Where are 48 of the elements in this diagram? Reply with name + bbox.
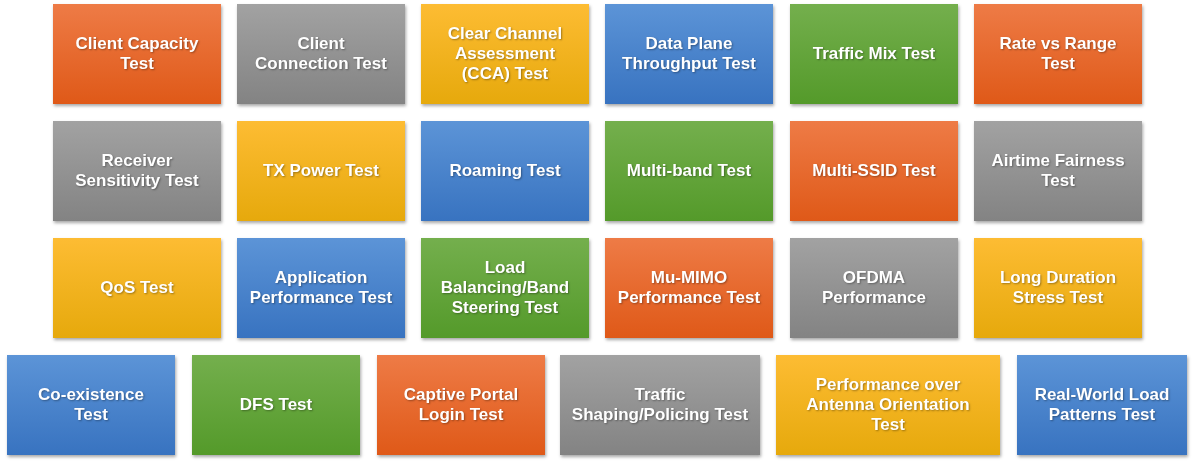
- test-name: Client Capacity Test: [74, 34, 200, 74]
- test-name: DFS Test: [239, 395, 313, 415]
- test-card: [605, 4, 773, 104]
- test-name: Mu-MIMO Performance Test: [616, 268, 762, 308]
- test-name: Performance over Antenna Orientation Test: [805, 375, 971, 435]
- test-name: Long Duration Stress Test: [998, 268, 1118, 308]
- test-card: [237, 4, 405, 104]
- test-name: Clear Channel Assessment (CCA) Test: [446, 24, 564, 84]
- test-card: [192, 355, 360, 455]
- test-card: [421, 121, 589, 221]
- test-name: Roaming Test: [449, 161, 561, 181]
- test-name: Airtime Fairness Test: [990, 151, 1126, 191]
- test-name: Multi-band Test: [626, 161, 752, 181]
- test-name: Receiver Sensitivity Test: [74, 151, 200, 191]
- test-name: QoS Test: [100, 278, 174, 298]
- test-card: [974, 238, 1142, 338]
- test-name: Load Balancing/Band Steering Test: [439, 258, 571, 318]
- test-card: [237, 121, 405, 221]
- test-card: [237, 238, 405, 338]
- test-card: [790, 4, 958, 104]
- test-name: Real-World Load Patterns Test: [1033, 385, 1171, 425]
- test-name: Data Plane Throughput Test: [621, 34, 757, 74]
- test-card: [377, 355, 545, 455]
- test-card: [790, 121, 958, 221]
- test-card: [974, 4, 1142, 104]
- test-card: [53, 121, 221, 221]
- test-card: [53, 238, 221, 338]
- test-name: Traffic Shaping/Policing Test: [570, 385, 750, 425]
- test-card: [421, 238, 589, 338]
- test-card: [1017, 355, 1187, 455]
- test-name: Co-existence Test: [37, 385, 145, 425]
- test-card: [53, 4, 221, 104]
- test-name: Application Performance Test: [248, 268, 394, 308]
- test-card: [776, 355, 1000, 455]
- test-card: [421, 4, 589, 104]
- test-card: [605, 121, 773, 221]
- test-name: Traffic Mix Test: [812, 44, 936, 64]
- test-card: [7, 355, 175, 455]
- test-name: Client Connection Test: [254, 34, 388, 74]
- test-card: [790, 238, 958, 338]
- test-name: Captive Portal Login Test: [402, 385, 520, 425]
- test-name: Multi-SSID Test: [812, 161, 936, 181]
- test-name: TX Power Test: [263, 161, 379, 181]
- test-name: Rate vs Range Test: [998, 34, 1118, 74]
- test-card: [560, 355, 760, 455]
- test-card: [605, 238, 773, 338]
- test-card: [974, 121, 1142, 221]
- test-name: OFDMA Performance: [821, 268, 927, 308]
